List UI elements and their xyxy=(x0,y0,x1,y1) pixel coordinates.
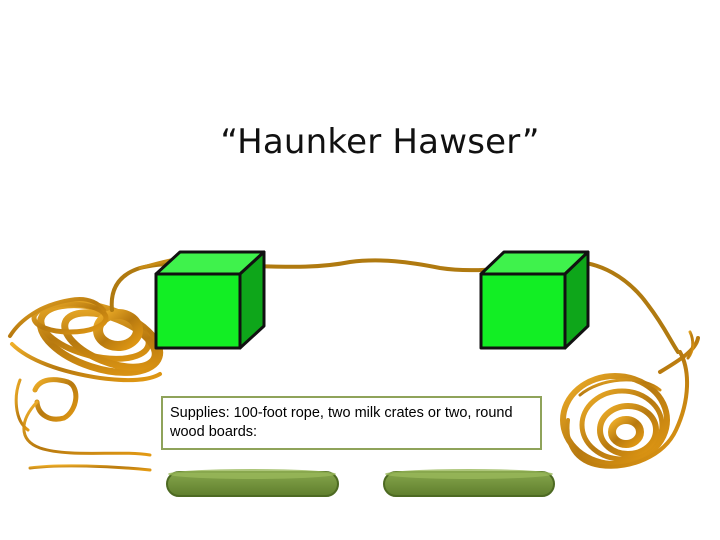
right-wood-board xyxy=(383,469,555,497)
left-wood-board xyxy=(166,469,339,497)
left-rope-coil xyxy=(8,297,164,472)
slide-title: “Haunker Hawser” xyxy=(220,122,540,162)
left-crate xyxy=(154,250,266,350)
supplies-text: Supplies: 100-foot rope, two milk crates… xyxy=(170,405,513,440)
right-crate xyxy=(479,250,590,350)
right-rope-coil xyxy=(560,330,700,469)
supplies-text-box: Supplies: 100-foot rope, two milk crates… xyxy=(161,396,542,450)
